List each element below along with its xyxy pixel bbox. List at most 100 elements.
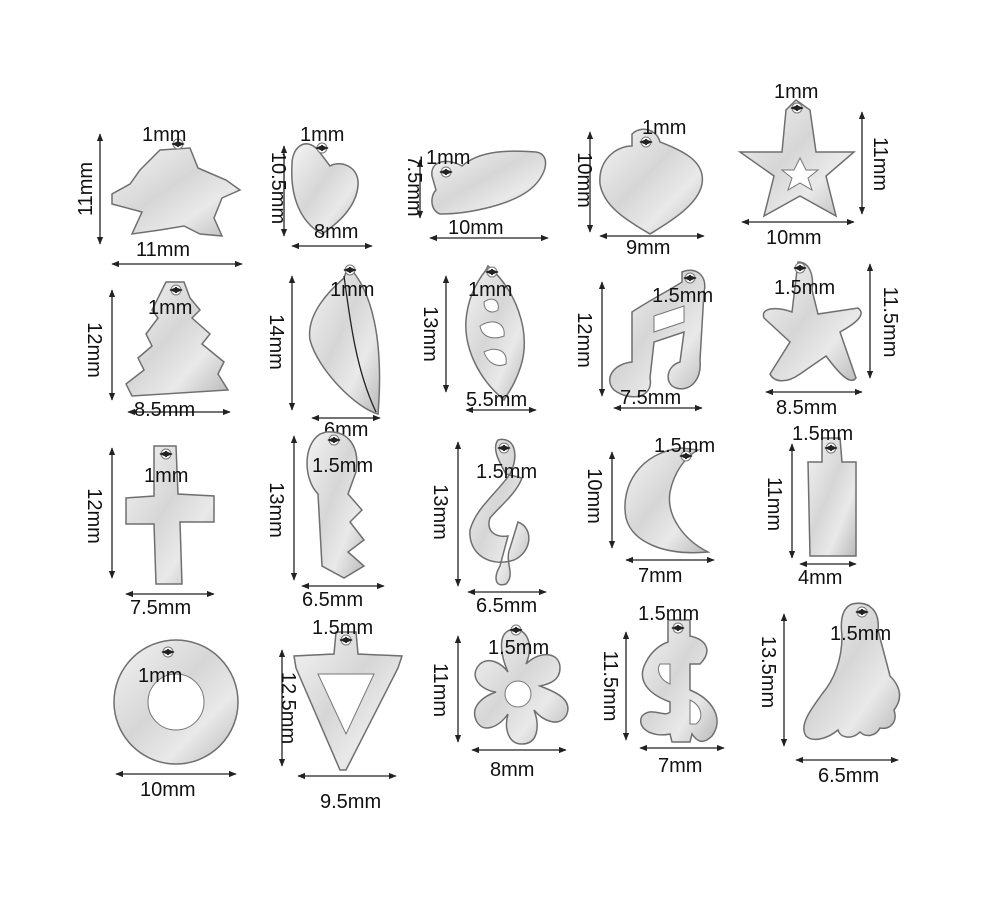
music-note-window — [653, 305, 685, 333]
cross-width-label: 7.5mm — [130, 597, 191, 619]
star-cutout-height-label: 11mm — [869, 137, 891, 191]
heart-tilted-width-label: 8mm — [314, 221, 358, 243]
puzzle-star-width-label: 11mm — [136, 239, 190, 261]
heart-tilted-height-label: 10.5mm — [267, 152, 289, 224]
treble-clef-shape — [469, 438, 530, 586]
tree-hole-label: 1mm — [148, 297, 192, 319]
star-cutout-width-label: 10mm — [766, 227, 822, 249]
music-note-hole-label: 1.5mm — [652, 285, 713, 307]
heart-tilted-hole-label: 1mm — [300, 124, 344, 146]
charm-flower: 1.5mm 11mm 8mm — [429, 624, 569, 781]
rectangle-tag-height-label: 11mm — [763, 477, 785, 531]
flower-width-label: 8mm — [490, 759, 534, 781]
treble-clef-hole-label: 1.5mm — [476, 461, 537, 483]
charm-music-note: 1.5mm 12mm 7.5mm — [573, 269, 713, 412]
starfish-width-label: 8.5mm — [776, 397, 837, 419]
tree-height-label: 12mm — [83, 322, 105, 378]
dollar-sign-width-label: 7mm — [658, 755, 702, 777]
ring-washer-hole-label: 1mm — [138, 665, 182, 687]
dollar-sign-shape — [639, 619, 718, 743]
ring-washer-center — [147, 673, 205, 731]
charm-rectangle-tag: 1.5mm 11mm 4mm — [763, 423, 857, 589]
key-shape — [306, 431, 366, 579]
feather-leaf-hole-label: 1mm — [330, 279, 374, 301]
star-cutout-hole-label: 1mm — [774, 81, 818, 103]
footprint-height-label: 13.5mm — [757, 636, 779, 708]
treble-clef-height-label: 13mm — [429, 484, 451, 540]
heart-width-label: 9mm — [626, 237, 670, 259]
dollar-sign-hole-label: 1.5mm — [638, 603, 699, 625]
triangle-cutout-width-label: 9.5mm — [320, 791, 381, 813]
tree-shape — [125, 281, 230, 397]
charm-heart-sideways: 1mm 7.5mm 10mm — [403, 147, 549, 242]
star-cutout-shape — [737, 99, 857, 218]
crescent-moon-shape — [624, 447, 711, 554]
puzzle-star-shape — [111, 147, 242, 237]
skeleton-leaf-cutout-2 — [479, 321, 505, 339]
cross-height-label: 12mm — [83, 488, 105, 544]
starfish-shape — [762, 261, 862, 382]
charm-triangle-cutout: 1.5mm 12.5mm 9.5mm — [277, 617, 404, 813]
charm-feather-leaf: 1mm 14mm 6mm — [265, 264, 381, 441]
charm-crescent-moon: 1.5mm 10mm 7mm — [583, 435, 715, 587]
triangle-cutout-height-label: 12.5mm — [277, 672, 299, 744]
skeleton-leaf-cutout-3 — [483, 348, 507, 366]
rectangle-tag-shape — [807, 437, 857, 557]
skeleton-leaf-width-label: 5.5mm — [466, 389, 527, 411]
starfish-hole-label: 1.5mm — [774, 277, 835, 299]
heart-sideways-height-label: 7.5mm — [403, 155, 425, 216]
charm-footprint: 1.5mm 13.5mm 6.5mm — [757, 602, 901, 787]
footprint-width-label: 6.5mm — [818, 765, 879, 787]
starfish-height-label: 11.5mm — [879, 287, 901, 358]
heart-tilted-shape — [291, 143, 359, 235]
cross-shape — [125, 445, 215, 585]
music-note-height-label: 12mm — [573, 312, 595, 368]
flower-hole-label: 1.5mm — [488, 637, 549, 659]
heart-height-label: 10mm — [573, 152, 595, 208]
heart-shape — [599, 128, 704, 235]
cross-hole-label: 1mm — [144, 465, 188, 487]
charm-dollar-sign: 1.5mm 11.5mm 7mm — [599, 603, 725, 777]
feather-leaf-shape — [308, 264, 381, 415]
feather-leaf-height-label: 14mm — [265, 314, 287, 370]
music-note-width-label: 7.5mm — [620, 387, 681, 409]
puzzle-star-height-label: 11mm — [75, 162, 97, 216]
key-height-label: 13mm — [265, 482, 287, 538]
footprint-shape — [803, 602, 901, 741]
crescent-moon-hole-label: 1.5mm — [654, 435, 715, 457]
triangle-cutout-window — [317, 673, 375, 736]
heart-sideways-shape — [431, 150, 547, 215]
charm-skeleton-leaf: 1mm 13mm 5.5mm — [419, 264, 537, 414]
flower-center — [504, 680, 532, 708]
heart-hole-label: 1mm — [642, 117, 686, 139]
key-hole-label: 1.5mm — [312, 455, 373, 477]
charm-puzzle-star: 1mm 11mm 11mm — [75, 124, 243, 268]
star-cutout-window — [780, 156, 820, 192]
charm-treble-clef: 1.5mm 13mm 6.5mm — [429, 438, 547, 617]
puzzle-star-hole-label: 1mm — [142, 124, 186, 146]
key-width-label: 6.5mm — [302, 589, 363, 611]
music-note-shape — [609, 269, 706, 398]
dollar-sign-height-label: 11.5mm — [599, 651, 621, 722]
dollar-sign-window-2 — [689, 699, 702, 725]
crescent-moon-width-label: 7mm — [638, 565, 682, 587]
tree-width-label: 8.5mm — [134, 399, 195, 421]
footprint-hole-label: 1.5mm — [830, 623, 891, 645]
charm-starfish: 1.5mm 11.5mm 8.5mm — [762, 261, 901, 419]
ring-washer-width-label: 10mm — [140, 779, 196, 801]
skeleton-leaf-height-label: 13mm — [419, 306, 441, 362]
charm-heart: 1mm 10mm 9mm — [573, 117, 705, 259]
charm-cross: 1mm 12mm 7.5mm — [83, 445, 215, 619]
dollar-sign-window-1 — [657, 663, 671, 685]
heart-sideways-width-label: 10mm — [448, 217, 504, 239]
skeleton-leaf-hole-label: 1mm — [468, 279, 512, 301]
rectangle-tag-width-label: 4mm — [798, 567, 842, 589]
charm-key: 1.5mm 13mm 6.5mm — [265, 431, 385, 611]
treble-clef-width-label: 6.5mm — [476, 595, 537, 617]
charm-ring-washer: 1mm 10mm — [113, 639, 239, 801]
charm-heart-tilted: 1mm 10.5mm 8mm — [267, 124, 373, 250]
triangle-cutout-hole-label: 1.5mm — [312, 617, 373, 639]
skeleton-leaf-cutout-1 — [483, 298, 499, 313]
